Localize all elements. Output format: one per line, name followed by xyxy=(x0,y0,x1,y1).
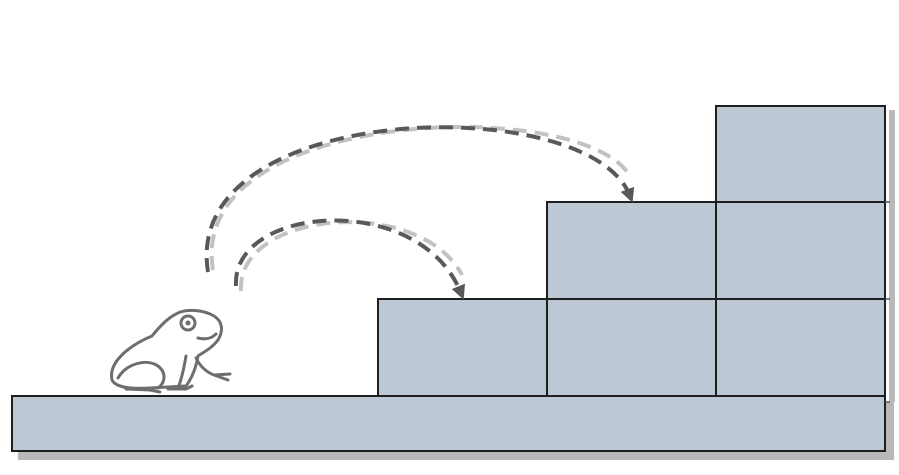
curved-dashed-arrow-icon xyxy=(204,125,635,273)
block-step3-level2 xyxy=(715,201,886,300)
staircase-blocks xyxy=(377,105,886,397)
frog-icon xyxy=(110,308,232,394)
curved-dashed-arrow-icon xyxy=(233,218,466,300)
right-edge-ticks xyxy=(885,201,890,403)
ground-slab xyxy=(11,395,886,452)
block-step3-level3 xyxy=(715,105,886,203)
block-step3-level1 xyxy=(715,298,886,397)
block-step2-level2 xyxy=(546,201,717,300)
tower-shadow xyxy=(889,110,895,402)
jump-arrow-step1-shadow xyxy=(238,220,464,292)
block-step2-level1 xyxy=(546,298,717,397)
jump-arrows xyxy=(204,125,635,300)
block-step1-level1 xyxy=(377,298,548,397)
